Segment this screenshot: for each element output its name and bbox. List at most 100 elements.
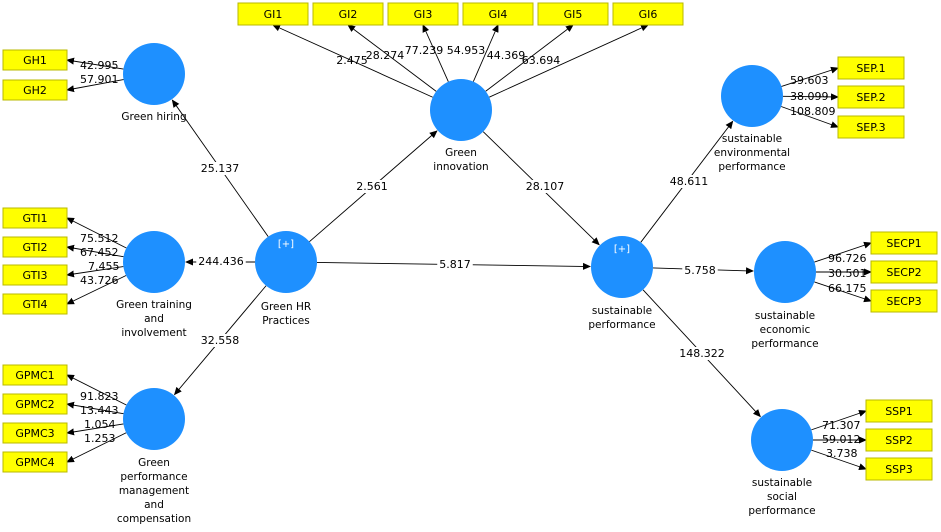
indicator-gpmc1[interactable]: GPMC1 (2, 364, 68, 386)
latent-variable-circle (123, 388, 185, 450)
indicator-label: SECP2 (886, 266, 921, 279)
path-coefficient-background (682, 264, 718, 277)
indicator-gi3[interactable]: GI3 (387, 2, 459, 26)
indicator-gi1[interactable]: GI1 (237, 2, 309, 26)
indicator-gpmc3[interactable]: GPMC3 (2, 422, 68, 444)
indicator-box (2, 236, 68, 258)
path-coefficient-ghrp-to-gpmc: 32.558 (201, 334, 240, 347)
indicator-ssp3[interactable]: SSP3 (865, 457, 933, 481)
indicator-sep-3[interactable]: SEP.3 (837, 115, 905, 139)
latent-variable-label: Green (138, 457, 170, 469)
indicator-box (870, 289, 938, 313)
indicator-box (2, 393, 68, 415)
latent-variable-label: social (767, 491, 797, 503)
indicator-secp1[interactable]: SECP1 (870, 231, 938, 255)
indicator-gi5[interactable]: GI5 (537, 2, 609, 26)
loading-arrow-gpmc1 (66, 374, 127, 406)
indicator-gti1[interactable]: GTI1 (2, 207, 68, 229)
latent-variable-label: and (144, 499, 164, 511)
indicator-box (870, 231, 938, 255)
indicator-gpmc2[interactable]: GPMC2 (2, 393, 68, 415)
loading-value-gi6: 63.694 (522, 54, 561, 67)
path-coefficient-background (198, 334, 242, 347)
latent-variable-label: economic (760, 324, 811, 336)
indicator-box (2, 207, 68, 229)
latent-variable-circle (123, 231, 185, 293)
indicator-label: GTI3 (22, 269, 47, 282)
indicator-ssp2[interactable]: SSP2 (865, 428, 933, 452)
indicator-gpmc4[interactable]: GPMC4 (2, 451, 68, 473)
indicator-sep-2[interactable]: SEP.2 (837, 85, 905, 109)
loading-arrow-gi6 (489, 24, 649, 98)
indicator-gti4[interactable]: GTI4 (2, 293, 68, 315)
path-coefficient-sp-to-ssp: 148.322 (679, 347, 725, 360)
indicator-gh2[interactable]: GH2 (2, 79, 68, 101)
loading-value-gi2: 28.274 (366, 49, 405, 62)
indicator-label: GPMC1 (15, 369, 54, 382)
loading-arrow-gi4 (472, 24, 499, 82)
indicator-secp3[interactable]: SECP3 (870, 289, 938, 313)
loading-value-gi3: 77.239 (405, 44, 444, 57)
latent-variable-label: performance (718, 161, 785, 173)
loading-arrow-gh2 (66, 79, 124, 93)
indicator-secp2[interactable]: SECP2 (870, 260, 938, 284)
path-coefficient-ghrp-to-sp: 5.817 (439, 258, 471, 271)
loading-value-ssp3: 3.738 (826, 447, 858, 460)
indicator-box (2, 293, 68, 315)
loading-value-gti4: 43.726 (80, 274, 119, 287)
indicator-box (865, 428, 933, 452)
loading-value-gi4: 54.953 (447, 44, 486, 57)
loading-arrow-secp3 (814, 281, 872, 303)
loading-arrow-gti3 (66, 266, 124, 278)
path-coefficient-sp-to-secp: 5.758 (684, 264, 716, 277)
latent-variable-gh[interactable]: Green hiring (121, 43, 187, 123)
indicator-box (2, 264, 68, 286)
indicator-gti3[interactable]: GTI3 (2, 264, 68, 286)
indicator-gi4[interactable]: GI4 (462, 2, 534, 26)
latent-variable-label: environmental (714, 147, 790, 159)
indicator-ssp1[interactable]: SSP1 (865, 399, 933, 423)
loading-arrow-gti2 (66, 244, 124, 258)
indicator-label: GPMC4 (15, 456, 54, 469)
indicator-label: GI6 (639, 8, 658, 21)
latent-variable-gpmc[interactable]: Greenperformancemanagementandcompensatio… (117, 388, 191, 525)
indicator-label: GPMC3 (15, 427, 54, 440)
indicator-gi2[interactable]: GI2 (312, 2, 384, 26)
path-coefficient-ghrp-to-gh: 25.137 (201, 162, 240, 175)
loading-arrow-gpmc4 (66, 432, 127, 463)
indicator-sep-1[interactable]: SEP.1 (837, 56, 905, 80)
loading-value-gi1: 2.475 (336, 54, 368, 67)
loading-arrow-gi3 (422, 24, 449, 82)
indicator-gh1[interactable]: GH1 (2, 49, 68, 71)
indicator-label: GH2 (23, 84, 47, 97)
indicator-gti2[interactable]: GTI2 (2, 236, 68, 258)
latent-variable-label: sustainable (592, 305, 652, 317)
indicator-box (870, 260, 938, 284)
loading-value-secp1: 96.726 (828, 252, 867, 265)
indicator-gi6[interactable]: GI6 (612, 2, 684, 26)
loading-value-sep-2: 38.099 (790, 90, 829, 103)
latent-variable-label: sustainable (755, 310, 815, 322)
indicator-box (2, 49, 68, 71)
loading-arrow-gpmc3 (66, 423, 124, 436)
loading-arrow-gh1 (66, 57, 124, 70)
latent-variable-label: Green training (116, 299, 192, 311)
indicator-label: GTI1 (22, 212, 47, 225)
expand-marker[interactable]: [+] (278, 239, 294, 250)
latent-variable-circle (591, 236, 653, 298)
indicator-box (837, 115, 905, 139)
path-coefficient-gi-to-sp: 28.107 (526, 180, 565, 193)
expand-marker[interactable]: [+] (614, 244, 630, 255)
latent-variable-label: compensation (117, 513, 191, 525)
path-coefficient-background (677, 347, 727, 360)
loading-value-ssp1: 71.307 (822, 419, 861, 432)
latent-variable-circle (123, 43, 185, 105)
